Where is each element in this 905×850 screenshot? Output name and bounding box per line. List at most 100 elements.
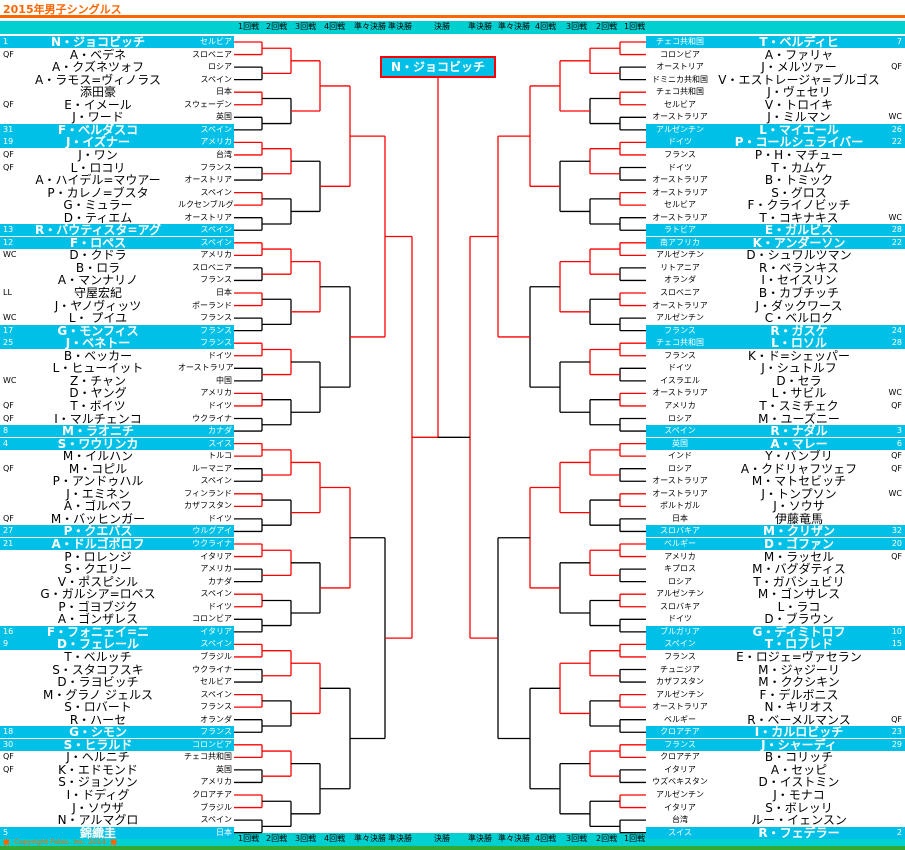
country-label: イタリア xyxy=(664,765,696,774)
player-name: J・ヴェセリ xyxy=(767,85,831,99)
country-label: ロシア xyxy=(668,464,692,473)
seed-label: WC xyxy=(888,112,903,121)
seed-label: 28 xyxy=(891,225,902,234)
player-row: I・セイスリンオランダ xyxy=(646,274,905,286)
player-row: M・ユーズニーロシア xyxy=(646,413,905,425)
seed-label: QF xyxy=(891,451,902,460)
player-row: L・ラコスロバキア xyxy=(646,601,905,613)
player-name: Y・バンブリ xyxy=(765,449,833,463)
country-label: スペイン xyxy=(200,125,232,134)
country-label: ドイツ xyxy=(668,614,692,623)
player-name: P・ロレンジ xyxy=(64,550,132,564)
seed-label: 29 xyxy=(891,740,902,749)
country-label: オーストラリア xyxy=(652,213,708,222)
country-label: イスラエル xyxy=(660,376,700,385)
country-label: アルゼンチン xyxy=(656,313,704,322)
seed-label: QF xyxy=(3,150,14,159)
player-name: T・スミチェク xyxy=(759,399,839,413)
player-row: C・ベルロクアルゼンチン xyxy=(646,312,905,324)
country-label: アメリカ xyxy=(200,250,232,259)
player-row: J・モナコアルゼンチン xyxy=(646,789,905,801)
seed-label: 1 xyxy=(3,37,9,46)
country-label: スウェーデン xyxy=(184,100,232,109)
player-row: 伊藤竜馬日本 xyxy=(646,513,905,525)
country-label: ドイツ xyxy=(668,137,692,146)
country-label: 日本 xyxy=(216,828,232,837)
player-name: M・イルハン xyxy=(62,449,134,463)
country-label: 日本 xyxy=(672,514,688,523)
seed-label: QF xyxy=(3,464,14,473)
seed-label: WC xyxy=(888,213,903,222)
player-name: D・イストミン xyxy=(758,775,840,789)
player-name: P・コールシュライバー xyxy=(734,135,864,149)
player-name: A・ファリャ xyxy=(764,48,834,62)
player-name: R・ナダル xyxy=(770,424,828,438)
seed-label: WC xyxy=(3,376,17,385)
player-row: A・セッピイタリア xyxy=(646,764,905,776)
player-name: M・ジャジーリ xyxy=(758,663,840,677)
seed-label: LL xyxy=(3,288,12,297)
player-row: M・イルハントルコ xyxy=(0,450,234,462)
seed-label: 4 xyxy=(3,439,9,448)
player-name: A・クドリャフツェフ xyxy=(740,462,858,476)
player-name: G・ガルシア=ロペス xyxy=(40,587,156,601)
player-name: B・コリッチ xyxy=(764,750,834,764)
player-name: J・ヤノヴィッツ xyxy=(54,299,142,313)
country-label: スロベニア xyxy=(192,50,232,59)
country-label: フランス xyxy=(664,740,696,749)
player-name: P・カレノ=ブスタ xyxy=(47,186,149,200)
player-row: E・ロジェ=ヴァセランフランス xyxy=(646,651,905,663)
player-row: I・ドディグクロアチア xyxy=(0,789,234,801)
round-label: 1回戦 xyxy=(238,834,260,843)
player-row: V・ポスピシルカナダ xyxy=(0,576,234,588)
seed-label: QF xyxy=(891,715,902,724)
country-label: ロシア xyxy=(668,577,692,586)
player-row: R・ベランキスリトアニア xyxy=(646,262,905,274)
player-name: M・バッヒンガー xyxy=(50,512,146,526)
player-name: R・ベランキス xyxy=(759,261,839,275)
player-name: N・キリオス xyxy=(764,700,834,714)
player-row: T・ベルッチブラジル xyxy=(0,651,234,663)
player-row: S・ボレッリイタリア xyxy=(646,802,905,814)
round-label: 4回戦 xyxy=(535,834,557,843)
player-name: L・ロコリ xyxy=(70,161,126,175)
player-name: G・シモン xyxy=(69,725,127,739)
seed-label: 3 xyxy=(896,426,902,435)
country-label: スペイン xyxy=(200,225,232,234)
country-label: チェコ共和国 xyxy=(656,37,704,46)
player-name: K・エドモンド xyxy=(58,763,138,777)
player-row: B・コリッチクロアチア xyxy=(646,751,905,763)
country-label: カザフスタン xyxy=(184,501,232,510)
country-label: イタリア xyxy=(664,803,696,812)
round-label: 2回戦 xyxy=(596,22,618,31)
player-row: N・アルマグロスペイン xyxy=(0,814,234,826)
seed-label: 5 xyxy=(3,828,9,837)
round-label: 4回戦 xyxy=(535,22,557,31)
seed-label: 9 xyxy=(3,639,9,648)
player-name: G・ディミトロフ xyxy=(752,625,846,639)
seed-label: QF xyxy=(3,414,14,423)
country-label: フランス xyxy=(200,313,232,322)
player-row: P・カレノ=ブスタスペイン xyxy=(0,187,234,199)
player-row: J・ヴェセリチェコ共和国 xyxy=(646,86,905,98)
page-title: 2015年男子シングルス xyxy=(3,3,122,16)
country-label: スロバキア xyxy=(660,602,700,611)
player-name: J・ヘルニチ xyxy=(66,750,130,764)
player-row: D・ラヨビッチセルビア xyxy=(0,676,234,688)
player-name: M・ラオニチ xyxy=(62,424,134,438)
player-name: R・ガスケ xyxy=(770,324,828,338)
